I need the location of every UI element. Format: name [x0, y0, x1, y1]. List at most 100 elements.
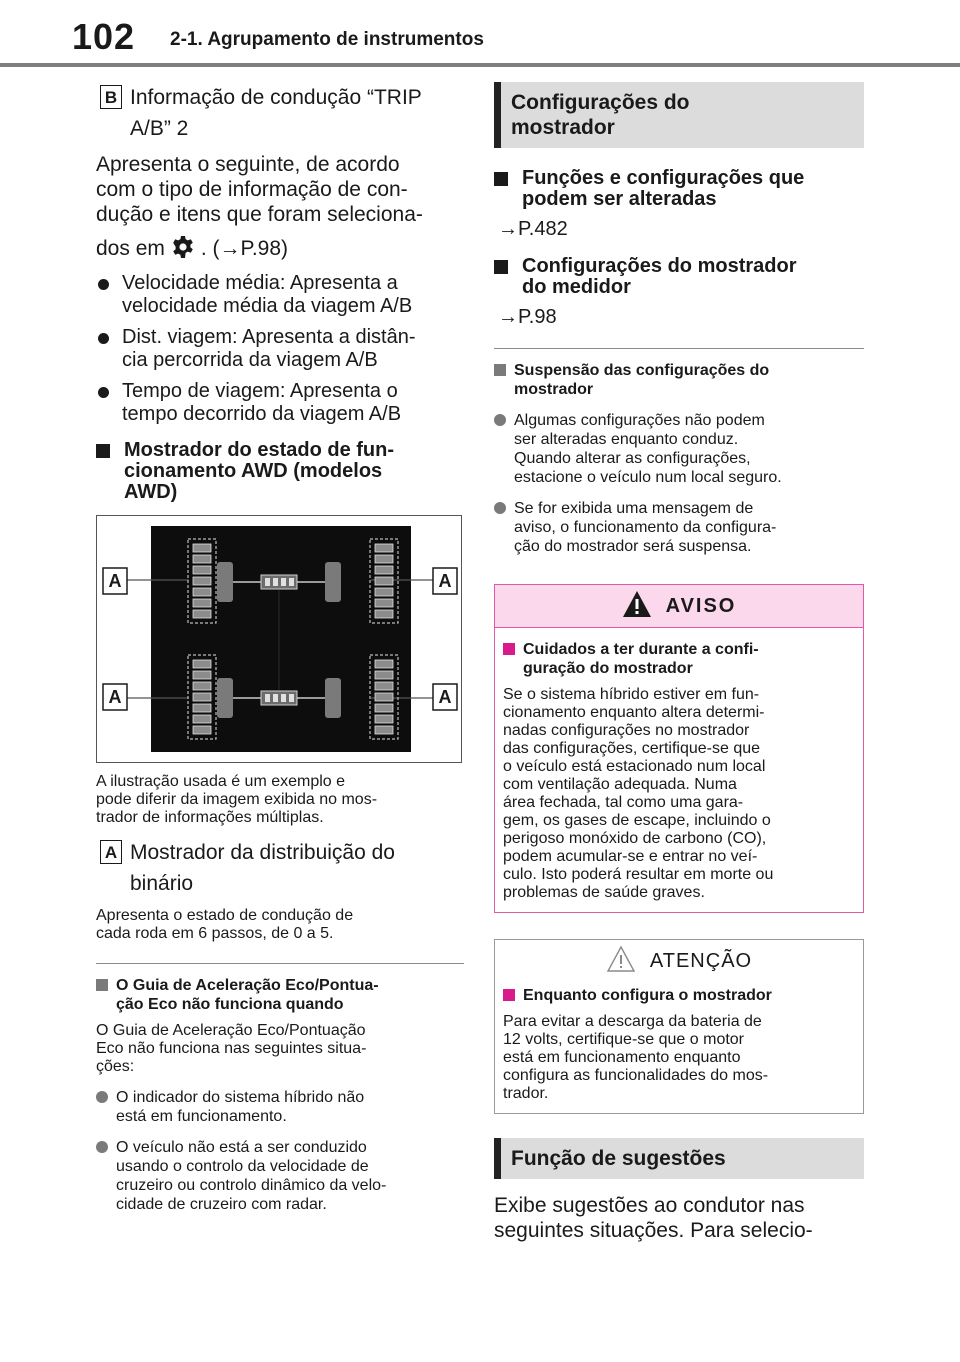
text-line: ções:: [96, 1058, 135, 1075]
text-line: 12 volts, certifique-se que o motor: [503, 1031, 745, 1048]
label-a-bottom-right: A: [432, 683, 458, 711]
text-line: cruzeiro ou controlo dinâmico da velo-: [116, 1177, 387, 1194]
gauge-segment: [374, 670, 394, 680]
wheel-shape: [325, 562, 341, 602]
warning-body: Cuidados a ter durante a confi- guração …: [495, 628, 863, 912]
functions-page-ref: →P.482: [498, 218, 568, 240]
gauge-segment: [192, 725, 212, 735]
gauge-segment: [374, 692, 394, 702]
display-background: [151, 526, 411, 752]
desc-line: Apresenta o estado de condução de: [96, 907, 354, 924]
differential-mark: [289, 578, 294, 586]
gauge-segment: [192, 659, 212, 669]
bullet-line: velocidade média da viagem A/B: [122, 295, 413, 317]
eco-intro: O Guia de Aceleração Eco/Pontuação Eco n…: [96, 1022, 464, 1076]
heading-line: cionamento AWD (modelos: [124, 460, 383, 482]
gauge-segment: [192, 692, 212, 702]
heading-line: ção Eco não funciona quando: [116, 996, 344, 1013]
gauge-segment: [374, 681, 394, 691]
gauge-segment: [374, 598, 394, 608]
bullet-line: Velocidade média: Apresenta a: [122, 272, 398, 294]
suggestions-text: Exibe sugestões ao condutor nas seguinte…: [494, 1193, 864, 1243]
text-line: área fechada, tal como uma gara-: [503, 794, 744, 811]
differential-mark: [265, 694, 270, 702]
notice-header: ATENÇÃO: [495, 940, 863, 982]
text-line: Quando alterar as configurações,: [514, 450, 751, 467]
gauge-segment: [192, 543, 212, 553]
gauge-segment: [374, 587, 394, 597]
wheel-shape: [217, 562, 233, 602]
notice-box: ATENÇÃO Enquanto configura o mostrador P…: [494, 939, 864, 1114]
gauge-segment: [192, 598, 212, 608]
awd-display-illustration: A A A A: [102, 526, 458, 752]
text-line: cidade de cruzeiro com radar.: [116, 1196, 327, 1213]
left-column: B Informação de condução “TRIP A/B” 2 Ap…: [96, 82, 464, 1222]
text-line: Eco não funciona nas seguintes situa-: [96, 1040, 367, 1057]
heading-line: do medidor: [522, 276, 631, 298]
text-line: usando o controlo da velocidade de: [116, 1158, 369, 1175]
label-a-text: A: [439, 687, 452, 707]
notice-body: Enquanto configura o mostrador Para evit…: [495, 986, 863, 1113]
gauge-segment: [192, 609, 212, 619]
text-line: O indicador do sistema híbrido não: [116, 1089, 365, 1106]
heading-line: Funções e configurações que: [522, 167, 805, 189]
text-line: cionamento enquanto altera determi-: [503, 704, 765, 721]
gear-icon: [171, 235, 195, 259]
gauge-segment: [192, 554, 212, 564]
text-line: Se for exibida uma mensagem de: [514, 500, 754, 517]
warning-text: Se o sistema híbrido estiver em fun- cio…: [503, 686, 855, 902]
heading-line: AWD): [124, 481, 178, 503]
gauge-segment: [374, 609, 394, 619]
section-title: 2-1. Agrupamento de instrumentos: [170, 29, 484, 50]
heading-line: Enquanto configura o mostrador: [523, 987, 772, 1004]
intro-paragraph: Apresenta o seguinte, de acordo com o ti…: [96, 152, 464, 262]
gauge-segment: [374, 703, 394, 713]
wheel-gauge-frame: [187, 654, 217, 740]
differential-mark: [273, 694, 278, 702]
gauge-segment: [192, 587, 212, 597]
text-line: com ventilação adequada. Numa: [503, 776, 737, 793]
gauge-segment: [192, 703, 212, 713]
wheel-shape: [325, 678, 341, 718]
label-a-text: A: [109, 571, 122, 591]
differential-mark: [281, 694, 286, 702]
differential-mark: [273, 578, 278, 586]
text-line: Algumas configurações não podem: [514, 412, 765, 429]
desc-line: cada roda em 6 passos, de 0 a 5.: [96, 925, 334, 942]
notice-text: Para evitar a descarga da bateria de 12 …: [503, 1013, 855, 1103]
functions-heading: Funções e configurações que podem ser al…: [494, 168, 864, 210]
wheel-shape: [217, 678, 233, 718]
item-a: A Mostrador da distribuição do binário: [96, 837, 464, 899]
eco-bullet: O veículo não está a ser conduzido usand…: [96, 1138, 464, 1214]
title-line: mostrador: [511, 116, 615, 139]
meter-page-ref: →P.98: [498, 306, 557, 328]
intro-post: . (→P.98): [200, 237, 289, 260]
item-a-text-1: Mostrador da distribuição do: [130, 841, 395, 864]
text-line: perigoso monóxido de carbono (CO),: [503, 830, 767, 847]
text-line: culo. Isto poderá resultar em morte ou: [503, 866, 774, 883]
text-line: trador.: [503, 1085, 549, 1102]
heading-line: Mostrador do estado de fun-: [124, 439, 394, 461]
label-a-top-left: A: [102, 567, 128, 595]
bullet-line: cia percorrida da viagem A/B: [122, 349, 378, 371]
eco-heading: O Guia de Aceleração Eco/Pontua- ção Eco…: [96, 976, 464, 1014]
warning-heading: Cuidados a ter durante a confi- guração …: [503, 640, 855, 678]
figure-caption: A ilustração usada é um exemplo e pode d…: [96, 773, 464, 827]
text-line: ser alteradas enquanto conduz.: [514, 431, 739, 448]
awd-display-figure: A A A A: [96, 515, 462, 763]
text-line: o veículo está estacionado num local: [503, 758, 766, 775]
eco-bullet: O indicador do sistema híbrido não está …: [96, 1088, 464, 1126]
text-line: O Guia de Aceleração Eco/Pontuação: [96, 1022, 366, 1039]
heading-line: mostrador: [514, 381, 594, 398]
bullet-item: Dist. viagem: Apresenta a distân-cia per…: [96, 326, 464, 372]
gauge-segment: [192, 714, 212, 724]
warning-title: AVISO: [665, 594, 737, 617]
heading-line: Cuidados a ter durante a confi-: [523, 641, 759, 658]
gauge-segment: [374, 576, 394, 586]
intro-pre: dos em: [96, 237, 165, 260]
text-line: Para evitar a descarga da bateria de: [503, 1013, 762, 1030]
label-a-text: A: [439, 571, 452, 591]
label-b-box: B: [100, 85, 122, 109]
